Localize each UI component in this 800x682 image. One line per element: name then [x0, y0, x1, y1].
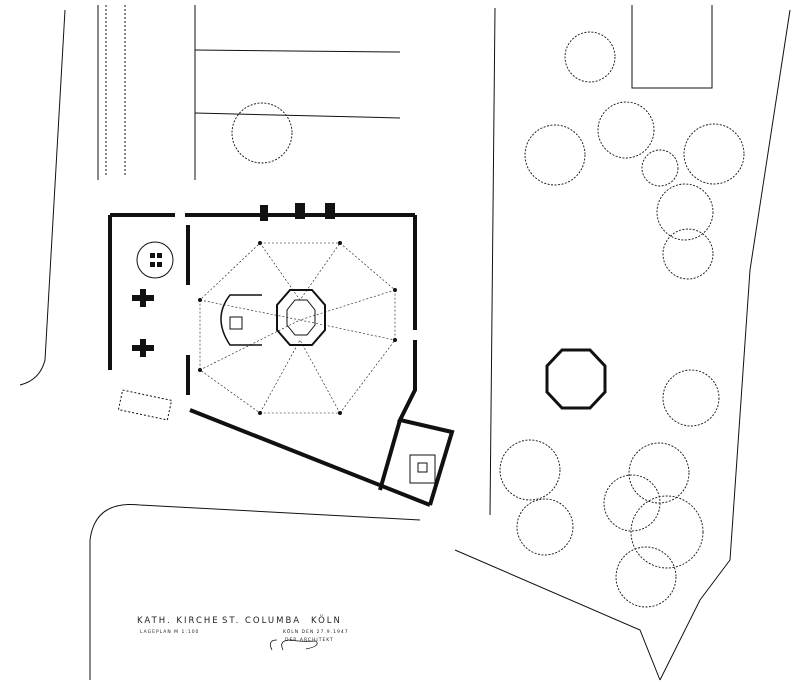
title-name: ST. COLUMBA: [222, 616, 302, 626]
title-city: KÖLN: [311, 616, 342, 626]
signature-mark: [269, 639, 318, 651]
street-lines: [19, 5, 791, 681]
sheet-label: LAGEPLAN M 1:100: [140, 630, 200, 635]
church-walls: [108, 213, 455, 507]
architect-label: DER ARCHITEKT: [285, 638, 334, 643]
altar-octagon: [276, 289, 326, 346]
date-label: KÖLN DEN 27.9.1947: [283, 630, 349, 635]
octagonal-pavilion: [545, 348, 607, 410]
trees: [231, 31, 745, 608]
church-interior: [199, 242, 396, 414]
title-church: KATH. KIRCHE: [137, 616, 220, 626]
font: [136, 241, 174, 279]
columns: [132, 203, 397, 415]
chapel-apse: [220, 294, 262, 346]
tower: [409, 454, 436, 484]
boundary-dots: [105, 5, 173, 421]
